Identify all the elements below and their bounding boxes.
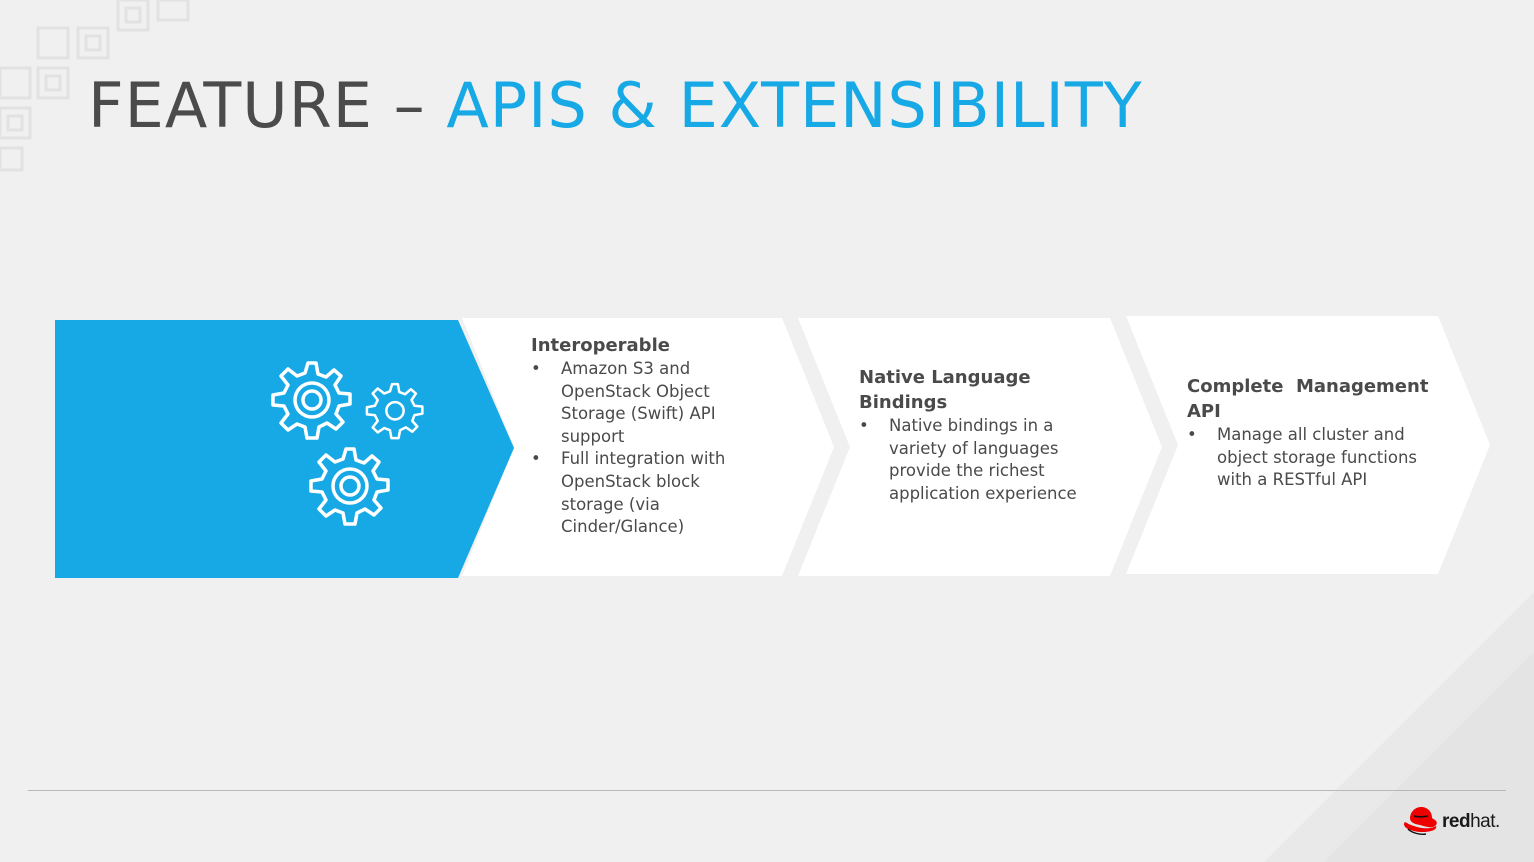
feature-card-native-language-bindings: Native Language Bindings • Native binding… [859,365,1109,505]
list-item-text: Manage all cluster and object storage fu… [1217,425,1418,490]
corner-pattern-decoration [0,0,190,172]
list-item-text: Native bindings in a variety of language… [889,416,1077,503]
page-title: FEATURE – APIS & EXTENSIBILITY [88,66,1143,146]
list-item: • Manage all cluster and object storage f… [1187,424,1437,492]
feature-heading: Complete Management API [1187,376,1435,422]
feature-heading: Interoperable [531,335,670,356]
list-item: • Native bindings in a variety of languag… [859,415,1109,505]
bullet-glyph: • [1187,425,1197,444]
feature-card-interoperable: Interoperable • Amazon S3 and OpenStack O… [531,333,761,539]
feature-heading: Native Language Bindings [859,367,1031,413]
gears-icon [271,361,424,526]
bullet-glyph: • [859,416,869,435]
title-highlight: APIS & EXTENSIBILITY [446,69,1143,142]
title-prefix: FEATURE – [88,69,447,142]
feature-bullet-list: • Native bindings in a variety of languag… [859,415,1109,505]
bullet-glyph: • [531,359,541,378]
redhat-shadowman-icon [1404,807,1437,835]
chevron-card-1 [462,318,834,576]
redhat-logo: redhat. [1402,805,1512,837]
corner-triangle-decoration [1264,592,1534,862]
feature-bullet-list: • Amazon S3 and OpenStack Object Storage … [531,358,761,539]
chevron-card-3 [1126,316,1490,574]
list-item-text: Amazon S3 and OpenStack Object Storage (… [561,359,716,446]
feature-bullet-list: • Manage all cluster and object storage f… [1187,424,1437,492]
list-item: • Full integration with OpenStack block s… [531,448,761,538]
blue-hero-chevron [55,320,514,578]
logo-wordmark: redhat. [1442,811,1500,832]
bullet-glyph: • [531,449,541,469]
footer-divider [28,790,1506,791]
feature-card-complete-management-api: Complete Management API • Manage all clus… [1187,374,1437,492]
list-item: • Amazon S3 and OpenStack Object Storage … [531,358,761,448]
list-item-text: Full integration with OpenStack block st… [561,449,726,537]
chevron-card-2 [798,318,1162,576]
